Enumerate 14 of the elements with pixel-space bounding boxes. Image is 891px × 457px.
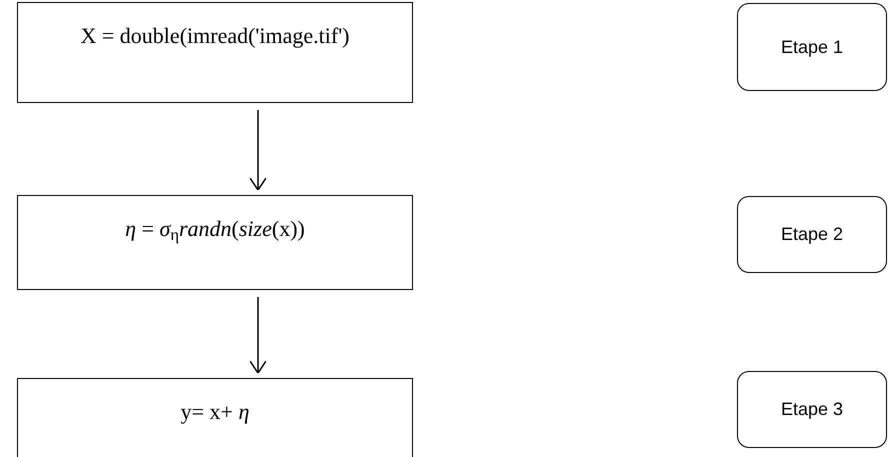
formula-text: η = σ$_{η}$randn(size(x)) <box>125 215 305 245</box>
formula-text: X = double(imread('image.tif') <box>80 22 350 50</box>
step-label: Etape 2 <box>780 223 844 246</box>
step-label-box <box>737 196 887 273</box>
step-label: Etape 1 <box>780 36 844 59</box>
process-box <box>17 195 413 290</box>
arrow <box>249 297 267 374</box>
step-label-box <box>737 371 887 448</box>
step-label: Etape 3 <box>780 398 844 421</box>
step-label-box <box>737 3 887 91</box>
process-box <box>17 2 413 103</box>
process-box <box>17 378 413 457</box>
arrow <box>249 110 267 191</box>
formula-text: y= x+ η <box>180 398 250 426</box>
